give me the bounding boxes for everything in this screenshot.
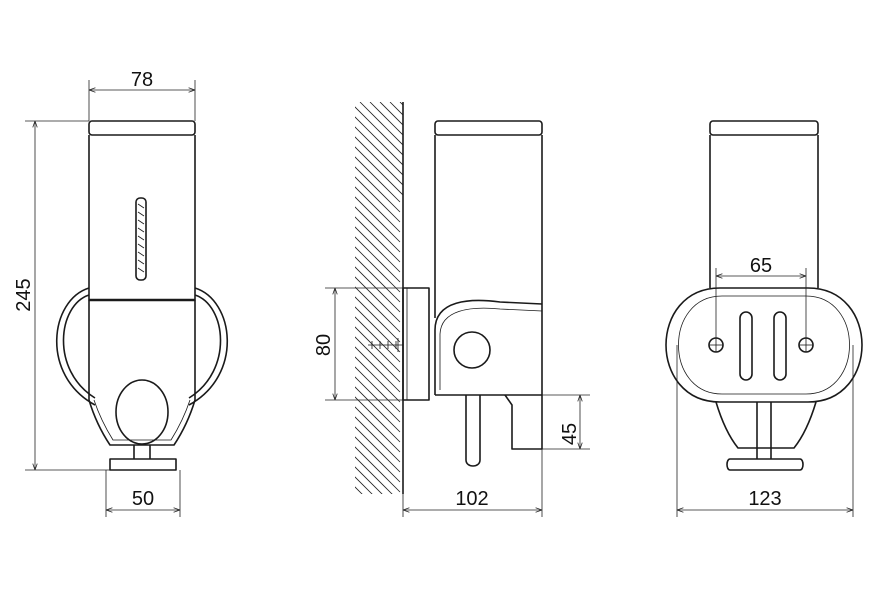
back-cap <box>709 120 819 136</box>
back-screw-hole-left <box>708 337 724 353</box>
back-lower-shroud <box>715 401 817 449</box>
front-nozzle <box>109 458 177 471</box>
side-lever <box>465 395 481 467</box>
back-slot-left <box>739 311 753 381</box>
front-level-window <box>135 197 147 281</box>
dim-front-base-width: 50 <box>132 488 154 510</box>
dim-side-nozzle-height: 45 <box>559 423 581 445</box>
side-body <box>434 135 543 395</box>
dim-side-depth: 102 <box>455 488 488 510</box>
side-nozzle <box>504 394 543 450</box>
side-bracket <box>434 299 543 395</box>
side-screw <box>368 338 403 352</box>
side-cap <box>434 120 543 136</box>
dim-back-width: 123 <box>748 488 781 510</box>
back-view: 65 123 <box>665 120 863 517</box>
front-cap <box>88 120 196 136</box>
front-body <box>88 135 196 301</box>
side-view: 80 45 102 <box>313 102 590 517</box>
back-mount-plate <box>665 287 863 403</box>
front-push-button <box>115 379 169 445</box>
dim-side-mount-height: 80 <box>313 334 335 356</box>
dim-front-height: 245 <box>13 278 35 311</box>
side-knob <box>453 331 491 369</box>
back-body <box>709 135 819 288</box>
back-nozzle <box>726 458 804 471</box>
dim-back-hole-spacing: 65 <box>750 255 772 277</box>
dim-front-width: 78 <box>131 69 153 91</box>
front-view: 78 245 50 <box>13 69 229 517</box>
front-mount-right-wing <box>188 287 229 406</box>
wall-hatching <box>355 102 403 494</box>
front-mount-left-wing <box>55 287 96 406</box>
back-screw-hole-right <box>798 337 814 353</box>
back-slot-right <box>773 311 787 381</box>
side-wall-plate <box>402 287 430 401</box>
front-lower-body <box>88 300 196 446</box>
